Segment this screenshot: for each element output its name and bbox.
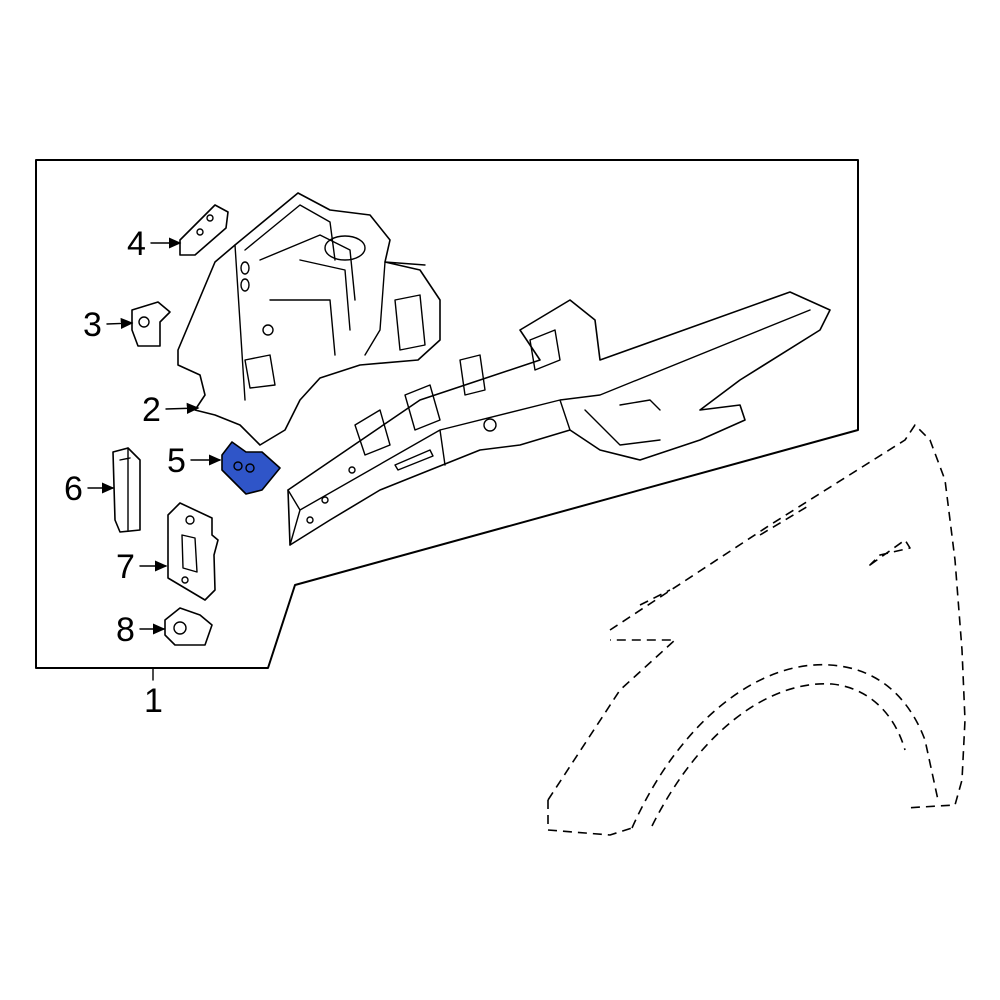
part-2-apron xyxy=(177,192,441,446)
assembly-frame xyxy=(35,159,859,669)
callout-7-label: 7 xyxy=(116,548,135,586)
fender-outline xyxy=(547,424,966,836)
callout-4-label: 4 xyxy=(127,225,146,263)
part-7-plate xyxy=(167,502,219,601)
callout-5-label: 5 xyxy=(167,442,186,480)
callout-3-leader xyxy=(106,317,134,330)
part-8-bracket xyxy=(164,607,213,646)
callout-6-label: 6 xyxy=(64,470,83,508)
part-3-bracket xyxy=(131,301,171,347)
part-6-reinforcement xyxy=(112,447,141,533)
callout-3-label: 3 xyxy=(83,306,102,344)
part-4-bracket xyxy=(179,204,229,256)
callout-2-leader xyxy=(165,402,200,414)
part-5-hole xyxy=(245,463,255,473)
part-5-hole xyxy=(233,461,243,471)
callout-2-label: 2 xyxy=(142,391,161,429)
callout-1-label: 1 xyxy=(144,682,163,720)
frame-rail xyxy=(287,291,831,546)
callout-8-label: 8 xyxy=(116,611,135,649)
part-5-highlighted xyxy=(221,441,281,495)
